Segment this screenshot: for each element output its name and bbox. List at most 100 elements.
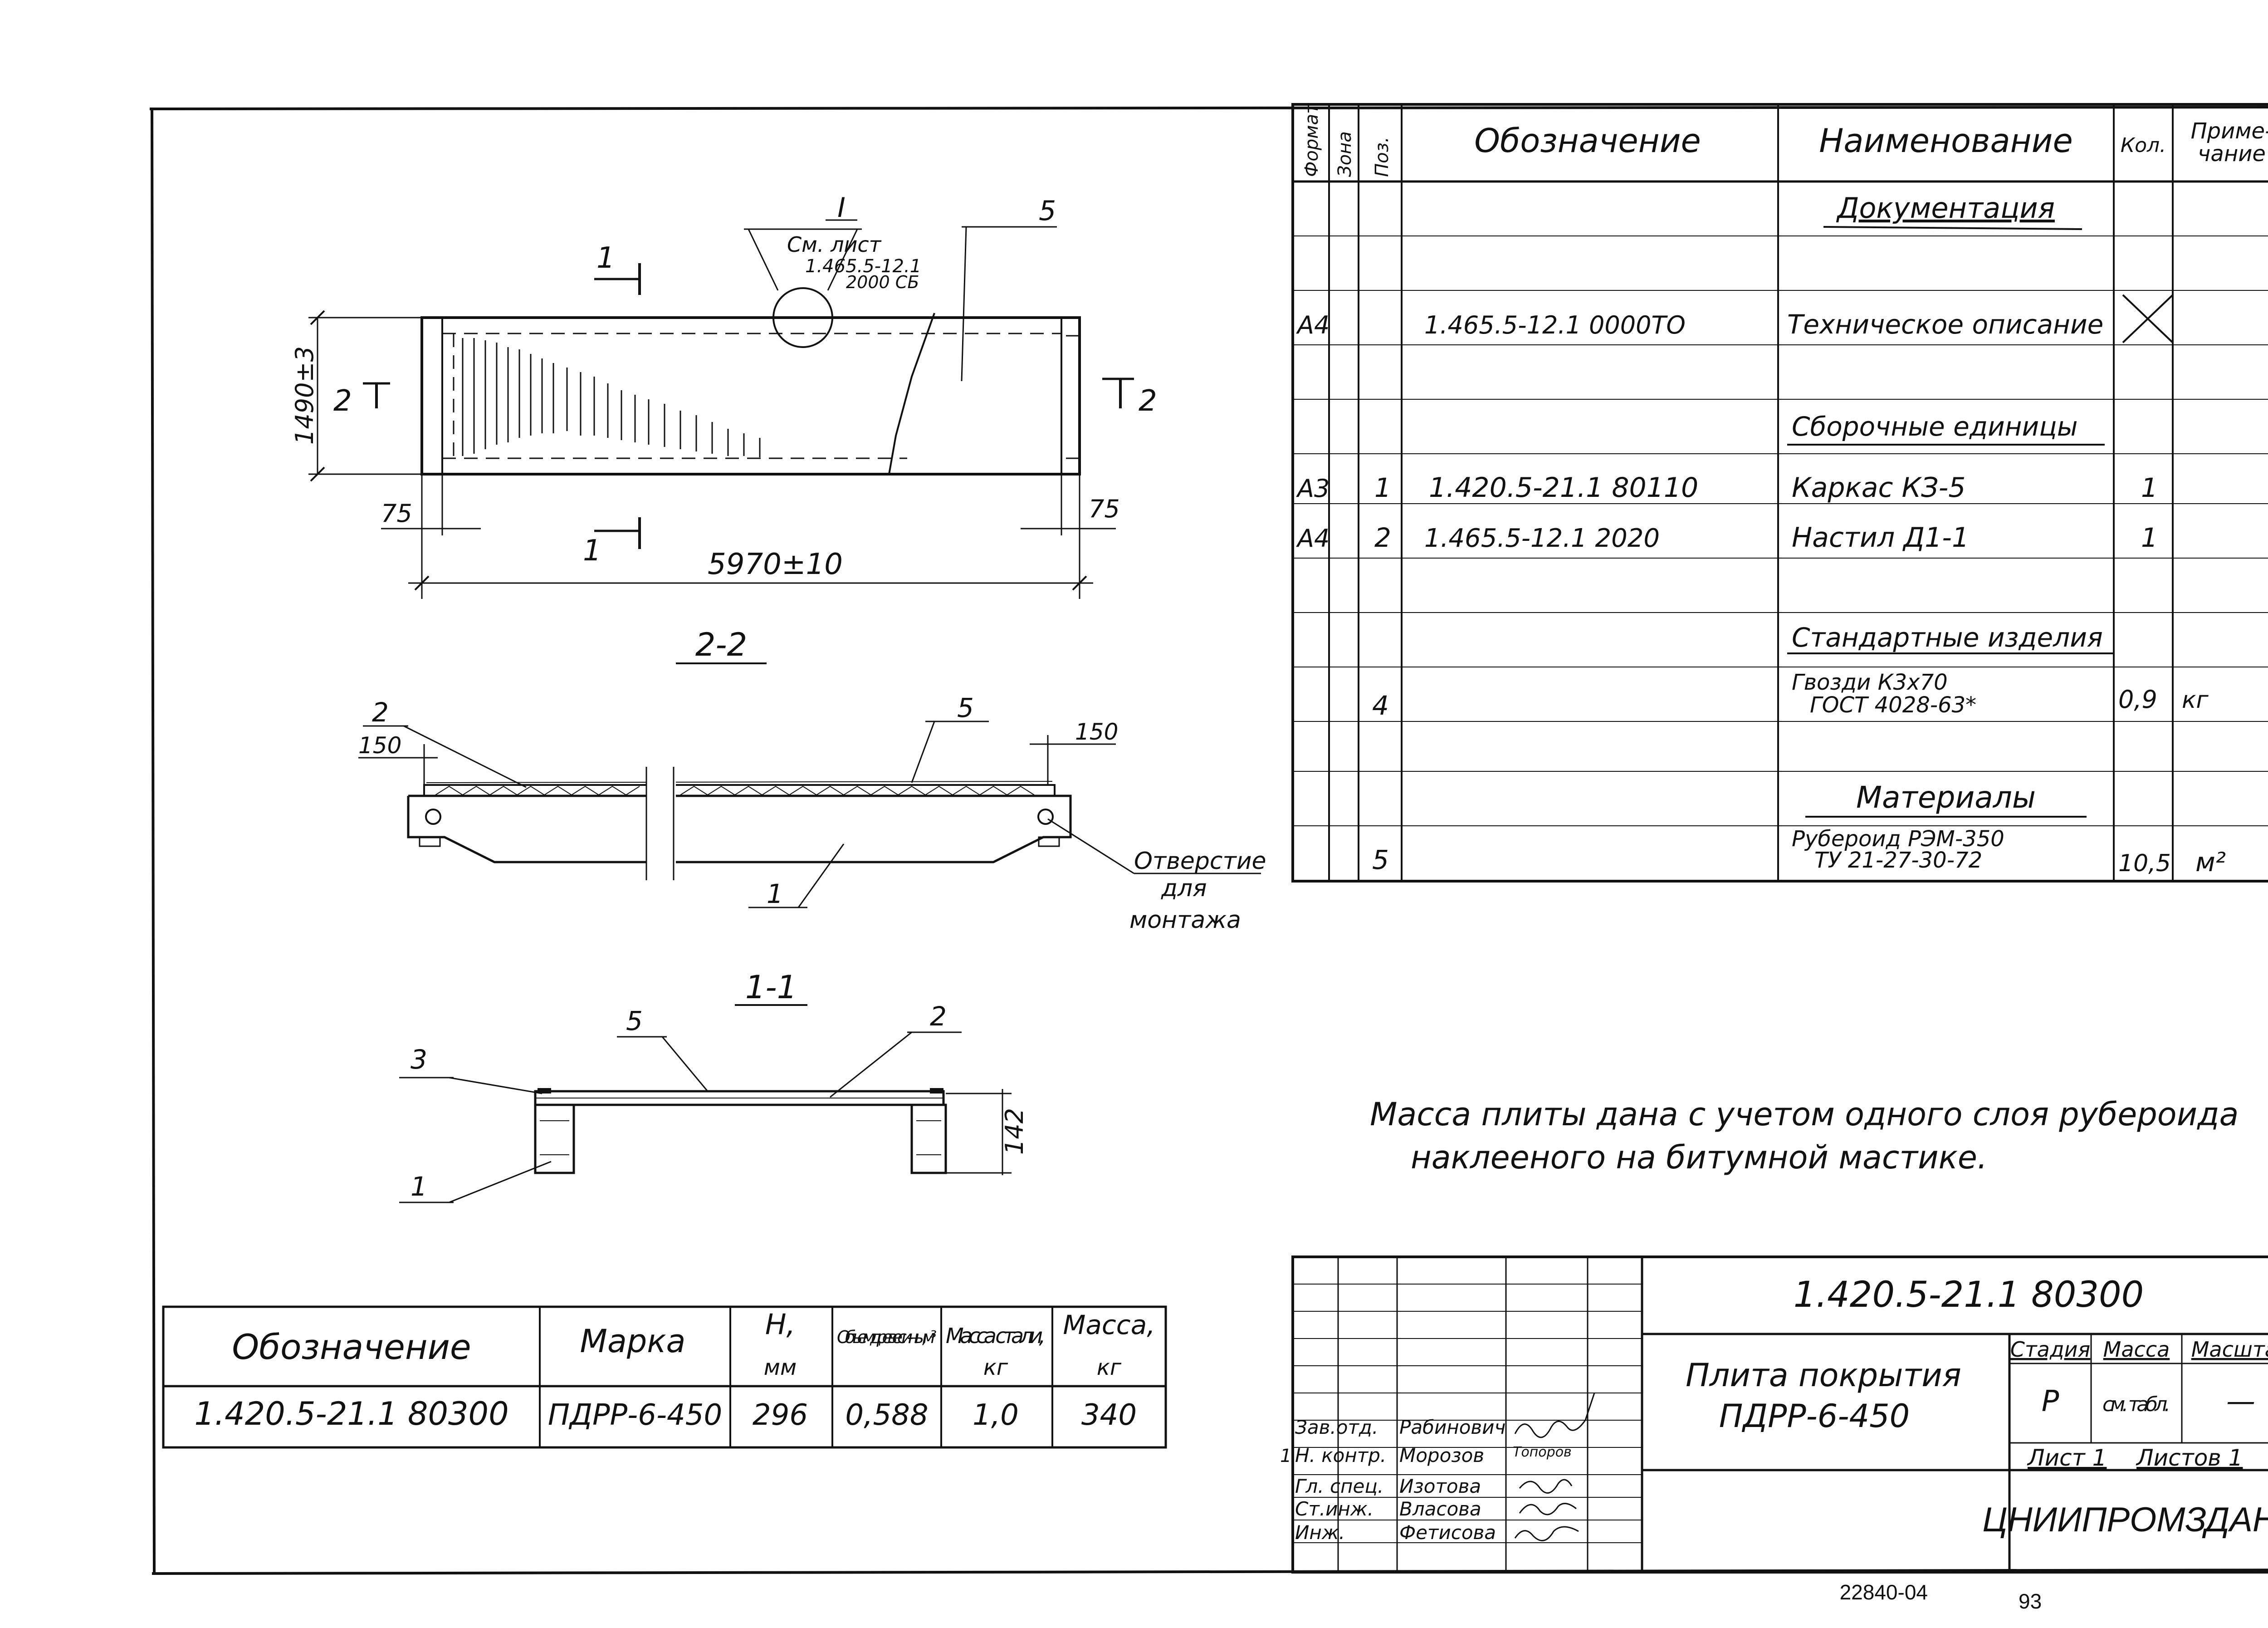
plan-sec1-bottom: 1 — [583, 534, 601, 568]
title-stage-header: Стадия — [2010, 1337, 2090, 1362]
spec-row-9-note: кг — [2182, 687, 2209, 714]
spec-header-designation: Обозначение — [1474, 122, 1701, 160]
mark-row-volume: 0,588 — [845, 1398, 928, 1432]
plan-sec2-right: 2 — [1139, 384, 1157, 418]
signer-1-role: Н. контр. — [1295, 1444, 1386, 1466]
footer-sheet-index: 93 — [2019, 1589, 2042, 1613]
mark-row-mass: 340 — [1081, 1398, 1137, 1432]
sec11-height-dim: 142 — [1000, 1108, 1029, 1155]
callout-text-3: 2000 СБ — [846, 272, 919, 292]
plan-hatching — [462, 338, 761, 457]
spec-header-note-2: чание — [2198, 141, 2266, 167]
spec-header-qty: Кол. — [2121, 134, 2166, 157]
section-1-1-title: 1-1 — [745, 969, 797, 1006]
spec-row-12-qty: 10,5 — [2118, 850, 2171, 877]
title-scale-value: — — [2226, 1385, 2255, 1418]
section-2-2: 2-2 2 150 5 150 1 Отверстие — [358, 626, 1266, 934]
spec-row-2-name: Техническое описание — [1787, 309, 2103, 340]
sec11-label-2: 2 — [930, 1001, 947, 1032]
spec-row-12-note: м² — [2195, 847, 2226, 878]
spec-header-name: Наименование — [1819, 122, 2073, 160]
spec-row-6-format: А4 — [1296, 524, 1330, 553]
callout-text-1: См. лист — [787, 232, 882, 257]
spec-row-6-pos: 2 — [1374, 522, 1391, 553]
section-1-1: 1-1 142 5 2 3 1 — [399, 969, 1029, 1203]
sec22-label-5: 5 — [957, 692, 974, 723]
spec-row-6-designation: 1.465.5-12.1 2020 — [1424, 524, 1660, 553]
title-mass-header: Масса — [2103, 1337, 2170, 1362]
spec-table: Формат Зона Поз. Обозначение Наименовани… — [1291, 103, 2268, 883]
plan-sec1-top: 1 — [596, 241, 615, 275]
mark-header-volume: Объем древеси-ны,м³ — [837, 1327, 937, 1347]
sec11-label-5: 5 — [626, 1005, 643, 1036]
spec-row-6-name: Настил Д1-1 — [1792, 522, 1969, 554]
sec22-dim-150-right: 150 — [1075, 719, 1118, 745]
signer-4-name: Фетисова — [1399, 1521, 1496, 1544]
sec11-label-1: 1 — [411, 1171, 427, 1202]
footer-doc-code: 22840-04 — [1840, 1580, 1928, 1604]
spec-header-zone: Зона — [1334, 131, 1355, 177]
mark-row-mark: ПДРР-6-450 — [548, 1398, 722, 1432]
plan-dim-75-right: 75 — [1089, 495, 1120, 523]
sec22-dim-150-left: 150 — [358, 732, 401, 759]
mark-header-designation: Обозначение — [232, 1327, 471, 1367]
spec-row-5-designation: 1.420.5-21.1 80110 — [1429, 472, 1698, 504]
title-scale-header: Масштаб — [2191, 1337, 2268, 1362]
mark-row-designation: 1.420.5-21.1 80300 — [194, 1395, 508, 1432]
spec-header-format: Формат — [1301, 103, 1322, 177]
plan-length-dim: 5970±10 — [708, 548, 843, 581]
title-sheets: Листов 1 — [2136, 1445, 2243, 1471]
spec-row-12-name2: ТУ 21-27-30-72 — [1814, 848, 1982, 873]
spec-row-2-format: А4 — [1296, 311, 1330, 339]
section-2-2-title: 2-2 — [695, 626, 747, 663]
plan-dim-75-left: 75 — [381, 499, 412, 528]
signatures — [1514, 1393, 1595, 1541]
spec-row-2-designation: 1.465.5-12.1 0000ТО — [1424, 311, 1686, 339]
spec-row-6-qty: 1 — [2141, 522, 2158, 553]
spec-row-9-qty: 0,9 — [2118, 685, 2157, 714]
title-product-2: ПДРР-6-450 — [1719, 1398, 1910, 1435]
sec22-hole-2: для — [1161, 875, 1207, 902]
title-doc-number: 1.420.5-21.1 80300 — [1794, 1275, 2144, 1315]
signer-3-role: Ст.инж. — [1295, 1498, 1374, 1520]
signature-note: Топоров — [1513, 1444, 1572, 1460]
mark-header-steel: Масса стали, — [946, 1324, 1046, 1348]
mark-header-h: Н, — [765, 1308, 795, 1341]
spec-row-9-name2: ГОСТ 4028-63* — [1810, 692, 1976, 718]
signer-0-role: Зав.отд. — [1295, 1416, 1378, 1438]
signer-2-name: Изотова — [1399, 1475, 1481, 1497]
spec-header-pos: Поз. — [1372, 137, 1393, 177]
note-line-1: Масса плиты дана с учетом одного слоя ру… — [1370, 1096, 2239, 1133]
underline-documentation — [1823, 226, 2082, 230]
sec22-label-2: 2 — [372, 697, 389, 728]
spec-row-9-pos: 4 — [1372, 690, 1389, 721]
spec-row-5-format: А3 — [1296, 474, 1330, 503]
plan-label-5: 5 — [1039, 195, 1056, 227]
note-line-2: наклееного на битумной мастике. — [1411, 1139, 1987, 1176]
spec-header-note-1: Приме- — [2191, 118, 2268, 144]
sec22-hole-3: монтажа — [1129, 907, 1241, 934]
spec-row-8-name: Стандартные изделия — [1792, 622, 2103, 653]
change-mark: 1 — [1280, 1446, 1291, 1466]
spec-row-5-qty: 1 — [2141, 472, 2158, 503]
plan-view: I См. лист 1.465.5-12.1 2000 СБ 5 1490±3… — [290, 192, 1157, 599]
mark-header-steel-unit: кг — [983, 1355, 1008, 1380]
plan-height-dim: 1490±3 — [290, 346, 319, 445]
spec-row-11-name: Материалы — [1856, 780, 2036, 815]
title-organization: ЦНИИПРОМЗДАНИЙ — [1983, 1500, 2268, 1539]
mark-table: Обозначение Марка Н, мм Объем древеси-ны… — [162, 1305, 1167, 1449]
spec-row-5-pos: 1 — [1374, 472, 1391, 503]
title-stage-value: Р — [2042, 1385, 2059, 1418]
title-mass-value: см. табл. — [2102, 1393, 2170, 1416]
callout-text-2: 1.465.5-12.1 — [805, 256, 921, 277]
spec-row-5-name: Каркас КЗ-5 — [1792, 472, 1965, 504]
signer-4-role: Инж. — [1295, 1521, 1345, 1544]
mark-header-mark: Марка — [580, 1323, 686, 1360]
mark-row-h: 296 — [753, 1398, 808, 1432]
sheet-frame — [149, 106, 2268, 1575]
mark-row-steel: 1,0 — [973, 1398, 1019, 1432]
mark-header-h-unit: мм — [764, 1355, 797, 1380]
spec-row-4-name: Сборочные единицы — [1792, 411, 2078, 442]
spec-row-12-pos: 5 — [1372, 844, 1389, 875]
